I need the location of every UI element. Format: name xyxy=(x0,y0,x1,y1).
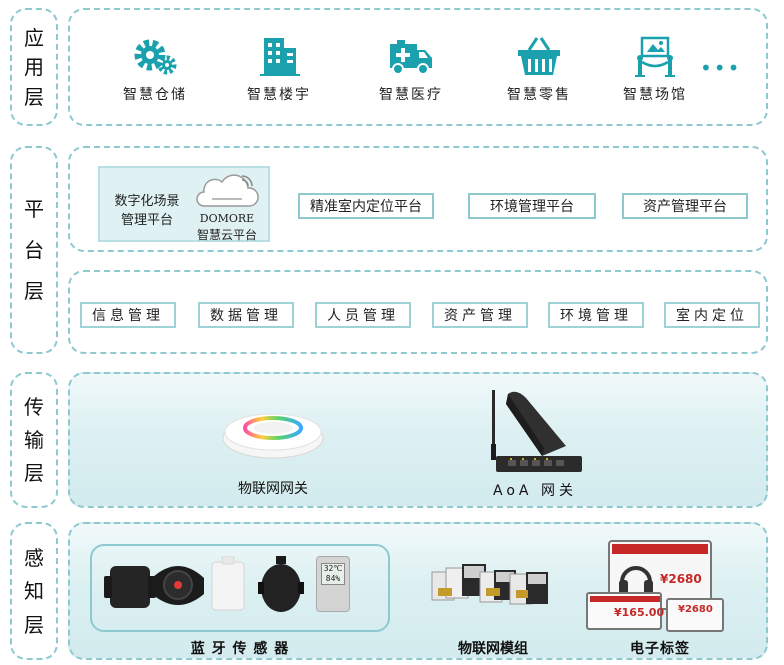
e-tag-right: ¥2680 xyxy=(666,598,724,632)
iot-modules-image xyxy=(431,564,548,605)
layer-char: 层 xyxy=(24,612,44,637)
layer-char: 知 xyxy=(24,579,44,603)
layer-char: 传 xyxy=(24,395,44,419)
app-label: 智慧仓储 xyxy=(123,87,187,103)
platform-panel: 数字化场景 管理平台 DOMORE 智慧云平台 精准室内定位平台 环境管理平台 … xyxy=(68,146,768,252)
building-icon xyxy=(260,38,300,76)
watch-sensor-icon xyxy=(152,566,204,605)
round-sensor-icon xyxy=(258,556,304,612)
card-tag-icon xyxy=(211,556,245,611)
layer-char: 输 xyxy=(24,428,44,452)
scene-title-line1: 数字化场景 xyxy=(114,194,180,209)
aoa-gateway-device xyxy=(491,390,582,472)
iot-gateway-label: 物联网网关 xyxy=(238,481,308,497)
scene-title-line2: 管理平台 xyxy=(120,213,173,228)
modules-panel: 信息管理 数据管理 人员管理 资产管理 环境管理 室内定位 xyxy=(68,270,768,354)
module-indoor-positioning: 室内定位 xyxy=(664,302,760,328)
module-info: 信息管理 xyxy=(80,302,176,328)
bluetooth-sensors-label: 蓝 牙 传 感 器 xyxy=(190,641,290,657)
platform-asset: 资产管理平台 xyxy=(622,193,748,219)
app-label: 智慧医疗 xyxy=(379,87,443,103)
transport-panel: 物联网网关 AoA 网关 xyxy=(68,372,768,508)
app-smart-medical: 智慧医疗 xyxy=(356,34,466,104)
module-data: 数据管理 xyxy=(198,302,294,328)
iot-gateway-device xyxy=(222,413,324,459)
sensor-reading-temp: 32℃ xyxy=(323,564,343,573)
layer-char: 应 xyxy=(24,25,44,50)
aoa-gateway-label: AoA 网关 xyxy=(493,483,577,499)
app-label: 智慧零售 xyxy=(507,87,571,103)
sensor-reading-humidity: 84% xyxy=(325,574,341,583)
layer-char: 层 xyxy=(24,279,44,303)
layer-char: 用 xyxy=(24,55,44,79)
app-label: 智慧楼宇 xyxy=(247,87,311,103)
e-tag-price-small: ¥165.00 xyxy=(614,606,665,619)
e-tag-label: 电子标签 xyxy=(630,641,690,657)
application-panel: 智慧仓储 智慧楼宇 xyxy=(68,8,768,126)
scene-management-platform: 数字化场景 管理平台 DOMORE 智慧云平台 xyxy=(98,166,270,242)
e-tag-small: ¥165.00 xyxy=(586,592,665,630)
module-environment: 环境管理 xyxy=(548,302,644,328)
layer-char: 台 xyxy=(24,238,44,262)
perception-panel: 32℃ 84% 蓝 牙 传 感 器 物联网模组 ¥2680 ¥165.00 xyxy=(68,522,768,660)
iot-module-label: 物联网模组 xyxy=(458,641,528,657)
platform-environment: 环境管理平台 xyxy=(468,193,596,219)
platform-indoor-positioning: 精准室内定位平台 xyxy=(298,193,434,219)
app-label: 智慧场馆 xyxy=(623,87,687,103)
venue-icon xyxy=(635,36,675,77)
layer-label-transport: 传 输 层 xyxy=(10,372,58,508)
cloud-brand: DOMORE xyxy=(199,212,255,225)
layer-char: 感 xyxy=(24,545,44,570)
bluetooth-sensors-group: 32℃ 84% xyxy=(90,544,390,632)
module-personnel: 人员管理 xyxy=(315,302,411,328)
layer-label-platform: 平 台 层 xyxy=(10,146,58,354)
e-tag-price-right: ¥2680 xyxy=(678,604,713,615)
layer-label-perception: 感 知 层 xyxy=(10,522,58,660)
gears-icon xyxy=(134,39,177,75)
cloud-icon xyxy=(196,174,259,207)
layer-label-application: 应 用 层 xyxy=(10,8,58,126)
app-smart-venue: 智慧场馆 xyxy=(600,34,710,104)
module-asset: 资产管理 xyxy=(432,302,528,328)
more-dots: ••• xyxy=(700,56,742,80)
e-tag-price-main: ¥2680 xyxy=(660,572,702,586)
app-smart-retail: 智慧零售 xyxy=(484,34,594,104)
app-smart-warehouse: 智慧仓储 xyxy=(100,34,210,104)
layer-char: 层 xyxy=(24,461,44,485)
ambulance-icon xyxy=(390,40,432,75)
app-smart-building: 智慧楼宇 xyxy=(224,34,334,104)
temp-humidity-sensor: 32℃ 84% xyxy=(316,556,350,612)
cloud-sub: 智慧云平台 xyxy=(196,228,257,242)
shopping-basket-icon xyxy=(518,37,560,75)
headphones-icon xyxy=(619,566,653,594)
layer-char: 层 xyxy=(24,84,44,109)
layer-char: 平 xyxy=(24,197,44,221)
